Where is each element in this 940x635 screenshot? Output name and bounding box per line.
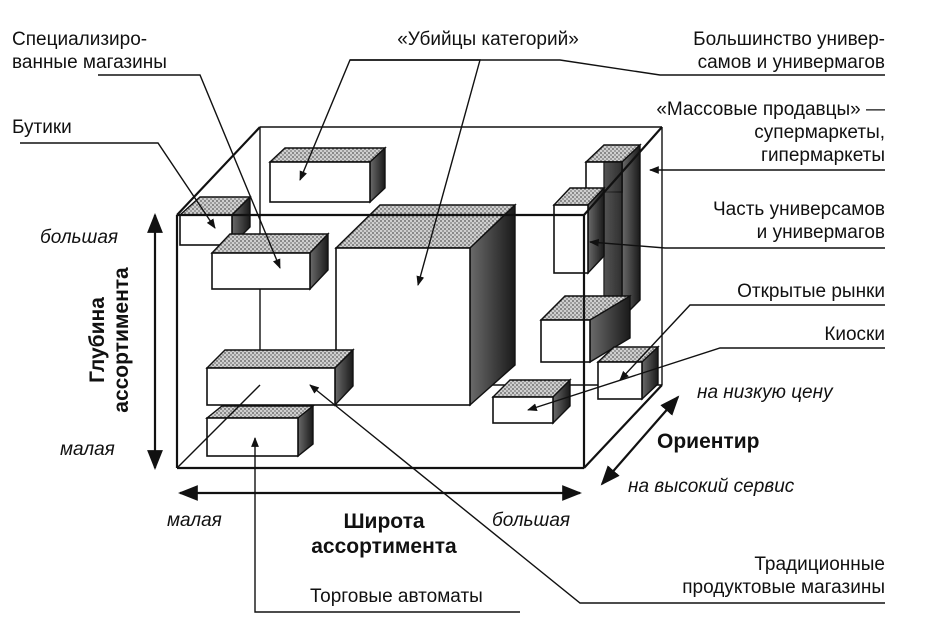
orientation-low-price: на низкую цену [697,382,834,403]
box-part-universams [552,186,606,275]
depth-low-label: малая [60,439,115,460]
leader-lines [20,59,885,613]
label-traditional-line1: Традиционные [754,554,885,575]
label-part-line1: Часть универсамов [713,199,885,220]
cube-front-face [175,126,663,470]
label-category-killers: «Убийцы категорий» [397,29,579,50]
label-boutiques: Бутики [12,117,72,138]
box-open-markets [539,294,632,364]
orientation-title: Ориентир [657,430,759,453]
depth-title-line1: Глубина [86,297,109,383]
label-vending: Торговые автоматы [310,586,483,607]
box-kiosks [596,345,660,401]
label-open-markets: Открытые рынки [737,281,885,302]
label-mass-line1: «Массовые продавцы» — [656,99,885,120]
box-category-killers [334,203,517,407]
box-low-price [491,378,572,425]
label-part-line2: и универмагов [757,222,885,243]
label-traditional-line2: продуктовые магазины [682,577,885,598]
depth-title-line2: ассортимента [110,267,133,413]
label-kiosks: Киоски [824,324,885,345]
width-high-label: большая [492,510,570,531]
orientation-axis-arrow [600,395,680,486]
box-specialized [210,232,330,291]
label-mass-line3: гипермаркеты [761,145,885,166]
label-majority-line1: Большинство универ- [693,29,885,50]
depth-axis-title: Глубина ассортимента [86,267,133,413]
width-title-line2: ассортимента [311,535,457,558]
box-vending-machines [205,404,315,458]
box-traditional-grocery [205,348,355,407]
width-title-line1: Широта [343,510,424,533]
label-specialized-line1: Специализиро- [12,29,147,50]
label-majority-line2: самов и универмагов [698,52,885,73]
label-mass-line2: супермаркеты, [754,122,885,143]
box-majority-universams [268,146,387,204]
depth-high-label: большая [40,227,118,248]
label-specialized-line2: ванные магазины [12,52,167,73]
orientation-high-service: на высокий сервис [628,476,795,497]
width-low-label: малая [167,510,222,531]
